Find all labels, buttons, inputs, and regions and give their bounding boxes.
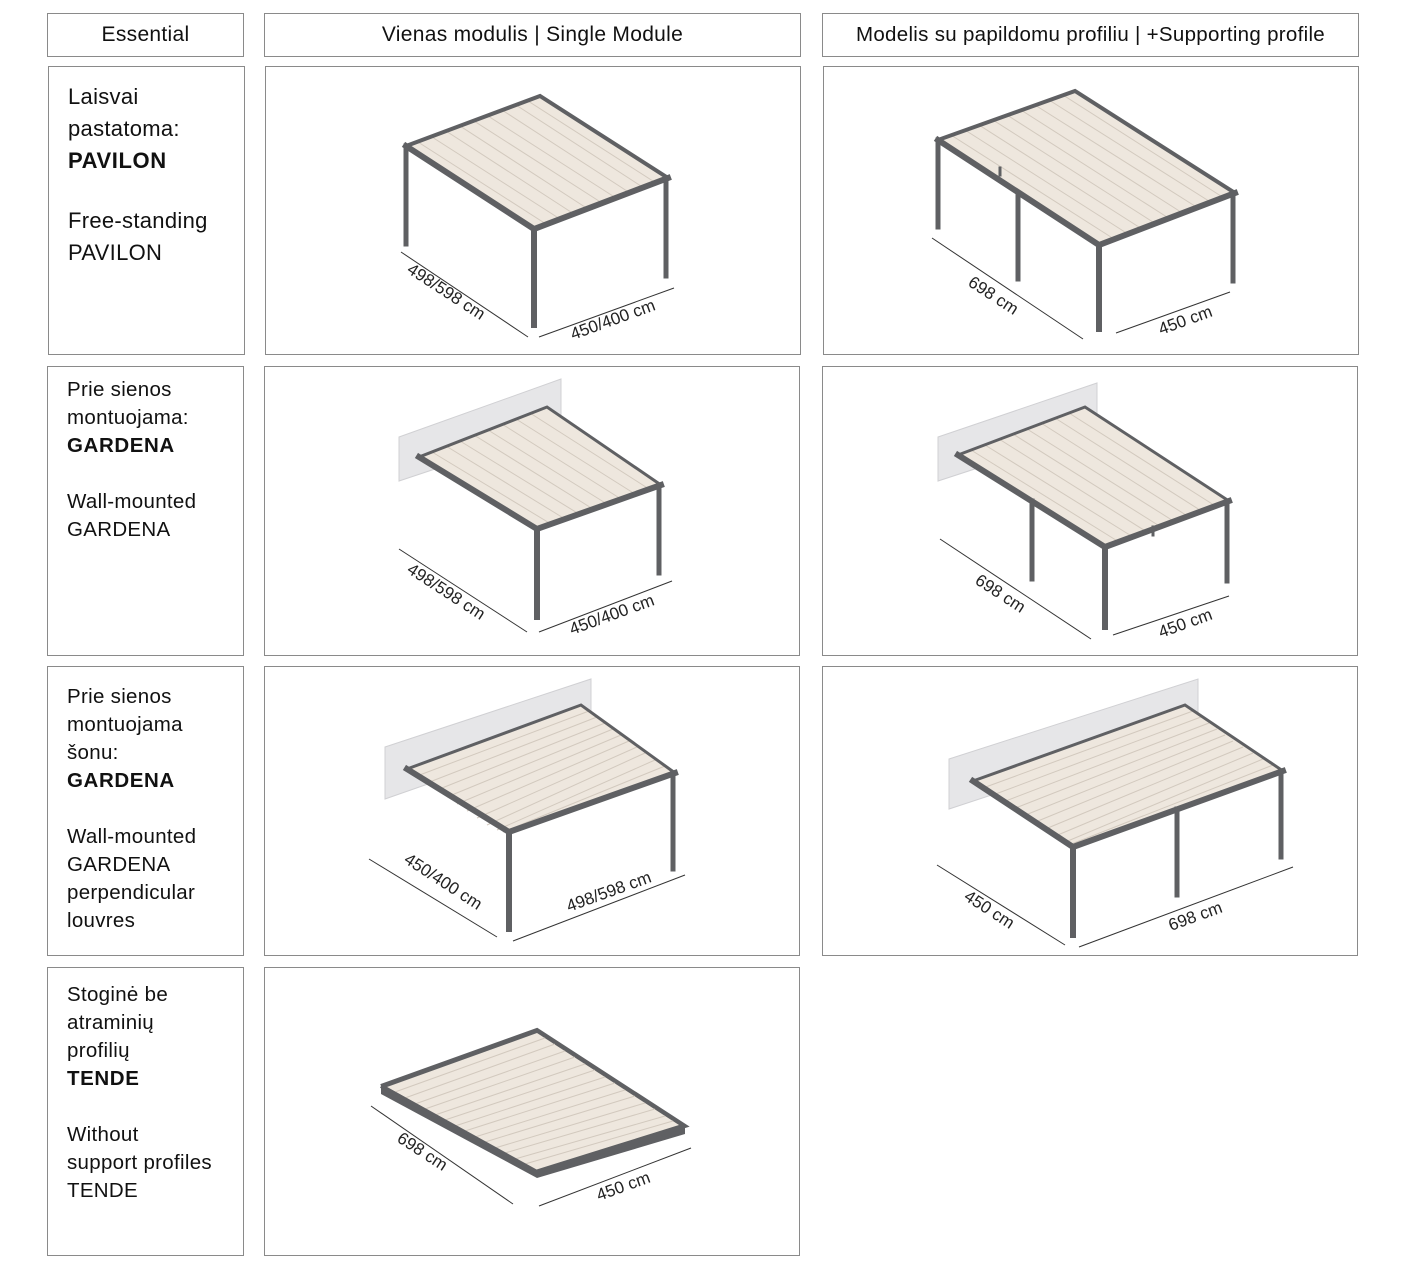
frame: [380, 1027, 690, 1175]
louvre-roof: [419, 407, 661, 529]
dimension-lines: [931, 237, 1231, 340]
lt-line: montuojama:: [67, 406, 189, 429]
pavilon-single-module-cell: 498/598 cm 450/400 cm: [265, 66, 801, 355]
dimension-label-depth: 498/598 cm: [404, 259, 489, 323]
lt-product-name: GARDENA: [67, 434, 175, 457]
louvre-roof: [387, 1033, 679, 1170]
row-pavilon-label: Laisvai pastatoma: PAVILON Free-standing…: [48, 66, 245, 355]
gardena-perpendicular-supporting-profile-cell: 450 cm 698 cm: [822, 666, 1358, 956]
lt-line: montuojama: [67, 713, 183, 736]
header-supporting-profile: Modelis su papildomu profiliu | +Support…: [822, 13, 1359, 57]
pavilon-single-module-drawing: 498/598 cm 450/400 cm: [400, 93, 675, 344]
frame: [402, 703, 679, 932]
louvre-roof: [406, 96, 668, 229]
gardena-supporting-profile-drawing: 698 cm 450 cm: [937, 382, 1233, 642]
gardena-perpendicular-supporting-profile-drawing: 450 cm 698 cm: [936, 678, 1294, 948]
dimension-lines: [370, 1105, 692, 1207]
dimension-label-width: 450/400 cm: [568, 296, 658, 344]
dimension-label-width: 450/400 cm: [567, 591, 657, 639]
dimension-label-length: 698 cm: [972, 570, 1029, 616]
louvre-lines: [416, 710, 666, 833]
en-line: GARDENA: [67, 853, 171, 876]
lt-line: Prie sienos: [67, 685, 172, 708]
lt-line: Prie sienos: [67, 378, 172, 401]
en-product-name: PAVILON: [68, 240, 163, 265]
row-gardena-label: Prie sienos montuojama: GARDENA Wall-mou…: [47, 366, 244, 656]
louvre-lines: [417, 100, 657, 225]
louvre-roof: [938, 91, 1235, 245]
louvre-lines: [982, 710, 1274, 846]
gardena-perpendicular-single-module-cell: 450/400 cm 498/598 cm: [264, 666, 800, 956]
dimension-label-length: 698 cm: [394, 1128, 451, 1174]
pavilon-supporting-profile-drawing: 698 cm 450 cm: [931, 88, 1239, 340]
gardena-single-module-drawing: 498/598 cm 450/400 cm: [398, 378, 673, 639]
louvre-lines: [394, 1037, 674, 1165]
tende-single-module-cell: 698 cm 450 cm: [264, 967, 800, 1256]
lt-line: profilių: [67, 1039, 130, 1062]
gardena-single-module-cell: 498/598 cm 450/400 cm: [264, 366, 800, 656]
row-gardena-perpendicular-label: Prie sienos montuojama šonu: GARDENA Wal…: [47, 666, 244, 956]
dimension-lines: [939, 538, 1230, 640]
en-line: perpendicular: [67, 881, 196, 904]
en-line: support profiles: [67, 1151, 212, 1174]
header-supporting-profile-label: Modelis su papildomu profiliu | +Support…: [855, 23, 1326, 46]
louvre-roof: [973, 705, 1283, 847]
header-essential: Essential: [47, 13, 244, 57]
lt-line: pastatoma:: [68, 116, 180, 141]
dimension-lines: [398, 548, 673, 633]
pavilon-supporting-profile-cell: 698 cm 450 cm: [823, 66, 1359, 355]
frame: [968, 703, 1287, 938]
en-line: Wall-mounted: [67, 825, 197, 848]
louvre-lines: [970, 412, 1218, 543]
row-tende-label: Stoginė be atraminių profilių TENDE With…: [47, 967, 244, 1256]
dimension-lines: [936, 864, 1294, 948]
en-product-name: GARDENA: [67, 518, 171, 541]
louvre-lines: [950, 94, 1225, 240]
gardena-supporting-profile-cell: 698 cm 450 cm: [822, 366, 1358, 656]
header-single-module: Vienas modulis | Single Module: [264, 13, 801, 57]
header-essential-label: Essential: [101, 23, 190, 46]
lt-line: šonu:: [67, 741, 119, 764]
dimension-label-depth: 498/598 cm: [404, 559, 489, 623]
en-line: Without: [67, 1123, 139, 1146]
en-line: Free-standing: [68, 208, 208, 233]
lt-line: atraminių: [67, 1011, 155, 1034]
dimension-lines: [368, 858, 686, 942]
lt-product-name: TENDE: [67, 1067, 140, 1090]
tende-single-module-drawing: 698 cm 450 cm: [370, 1027, 692, 1207]
dimension-label-width: 450 cm: [1156, 302, 1215, 339]
dimension-label-depth: 450 cm: [961, 886, 1018, 932]
lt-line: Stoginė be: [67, 983, 169, 1006]
dimension-lines: [400, 251, 675, 338]
frame: [933, 88, 1239, 332]
louvre-lines: [431, 412, 650, 525]
en-product-name: louvres: [67, 909, 136, 932]
lt-line: Laisvai: [68, 84, 139, 109]
lt-product-name: GARDENA: [67, 769, 175, 792]
lt-product-name: PAVILON: [68, 148, 167, 173]
frame: [953, 405, 1233, 630]
header-single-module-label: Vienas modulis | Single Module: [381, 23, 684, 46]
frame: [401, 93, 672, 328]
en-line: Wall-mounted: [67, 490, 197, 513]
en-product-name: TENDE: [67, 1179, 138, 1202]
frame: [414, 405, 665, 620]
gardena-perpendicular-single-module-drawing: 450/400 cm 498/598 cm: [368, 678, 686, 942]
